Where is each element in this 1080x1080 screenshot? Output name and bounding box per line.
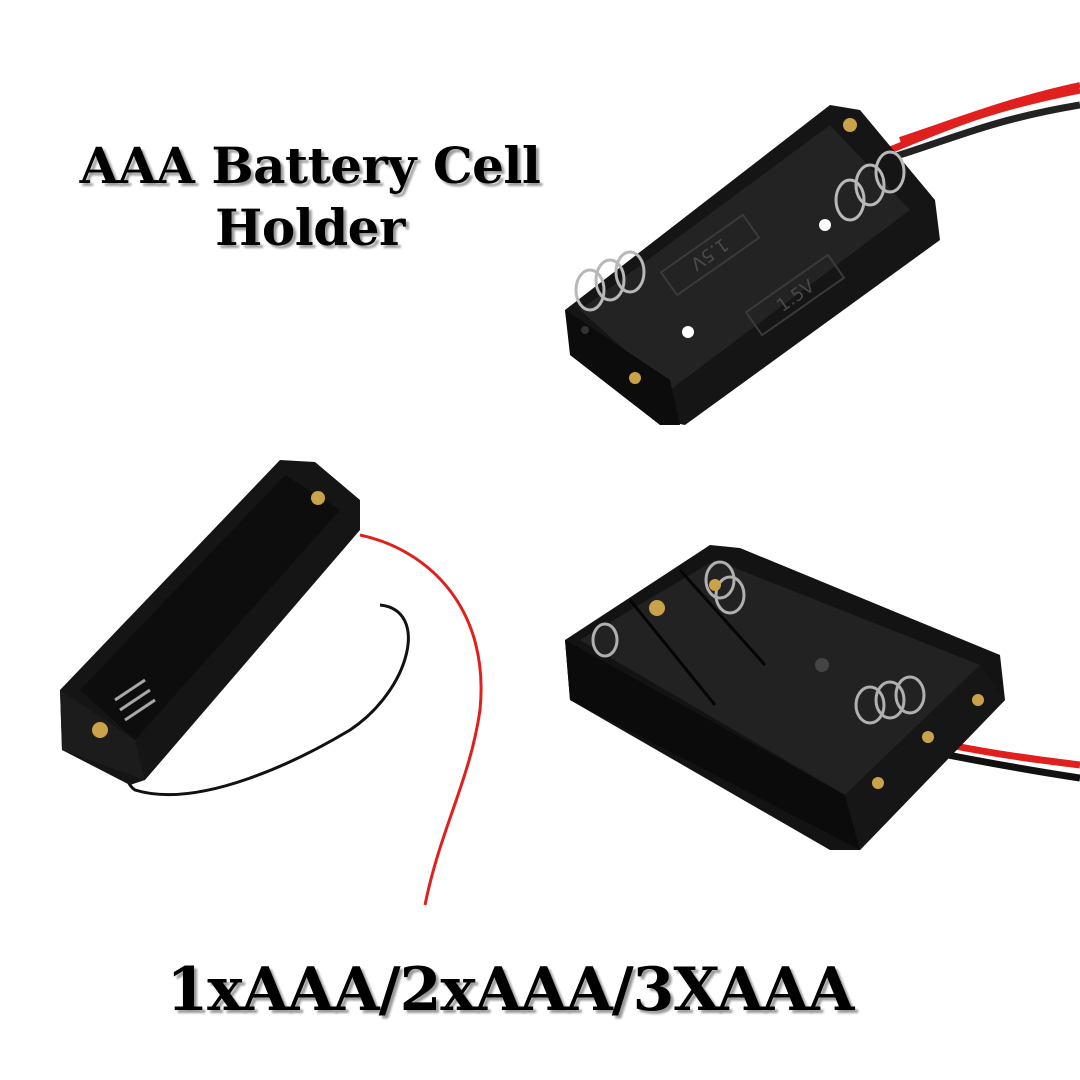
photo-1xaaa-holder (60, 460, 483, 906)
variants-caption: 1xAAA/2xAAA/3XAAA (166, 955, 854, 1025)
title-line-1: AAA Battery Cell (79, 136, 541, 195)
photo-3xaaa-holder (565, 545, 1080, 850)
title-line-2: Holder (215, 198, 405, 257)
product-title: AAA Battery Cell Holder (40, 135, 580, 259)
photo-2xaaa-holder: 1.5V 1.5V (565, 82, 1080, 425)
